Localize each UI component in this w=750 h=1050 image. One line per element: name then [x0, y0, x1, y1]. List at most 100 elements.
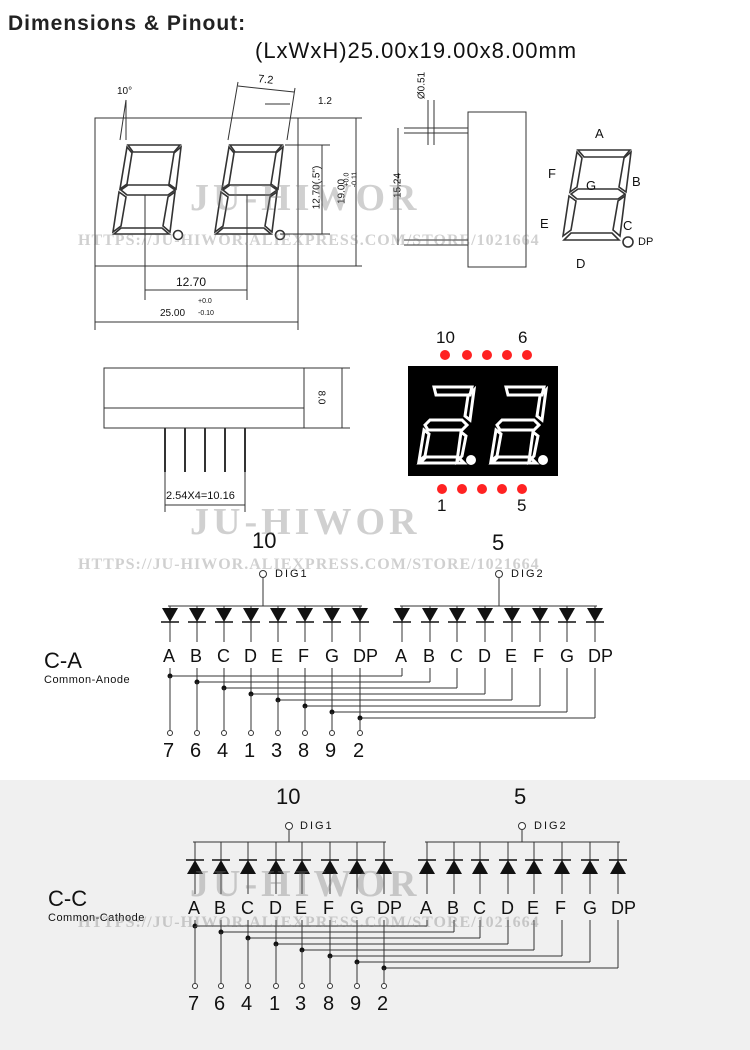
pin-number: 4 [217, 740, 229, 762]
pin-number: 7 [163, 740, 175, 762]
dig2-diode [446, 860, 462, 874]
dig2-diode [500, 860, 516, 874]
dig2-diode [477, 608, 493, 622]
pin-terminal [221, 730, 227, 736]
dig2-segment-label: D [501, 898, 514, 918]
photo-pin-dot [517, 484, 527, 494]
dig1-diode [322, 860, 338, 874]
dig1-segment-label: G [325, 646, 340, 666]
pin-terminal [329, 730, 335, 736]
photo-pin-dot [497, 484, 507, 494]
photo-pin-dot [457, 484, 467, 494]
bottom-view [103, 367, 350, 512]
dig2-segment-label: B [423, 646, 436, 666]
photo-pin-6: 6 [518, 328, 528, 347]
pin-number: 6 [190, 740, 202, 762]
bottom-pitch-label: 2.54X4=10.16 [166, 490, 235, 502]
pin-terminal [327, 983, 333, 989]
dig2-segment-label: C [450, 646, 463, 666]
dig1-segment-label: E [271, 646, 284, 666]
dig2-segment-label: C [473, 898, 486, 918]
pin-terminal [275, 730, 281, 736]
dig2-diode [532, 608, 548, 622]
dig1-segment-label: DP [377, 898, 403, 918]
length-tol-minus: -0.10 [198, 310, 214, 317]
legend-label-b: B [632, 174, 641, 189]
pin-number: 8 [323, 993, 335, 1015]
pin-terminal [381, 983, 387, 989]
pin-number: 7 [188, 993, 200, 1015]
dig2-diode [587, 608, 603, 622]
ca-dig1-label: DIG1 [275, 568, 309, 580]
pin-terminal [192, 983, 198, 989]
pin-number: 3 [271, 740, 283, 762]
front-view [94, 81, 362, 330]
pin-terminal [194, 730, 200, 736]
pin-terminal [167, 730, 173, 736]
pin-terminal [248, 730, 254, 736]
dig1-diode [294, 860, 310, 874]
photo-pin-dot [482, 350, 492, 360]
dig1-diode [243, 608, 259, 622]
photo-pin-dot [462, 350, 472, 360]
dig2-segment-label: DP [611, 898, 637, 918]
pin-terminal [299, 983, 305, 989]
dig2-segment-label: A [420, 898, 433, 918]
dig2-diode [419, 860, 435, 874]
dig1-diode [376, 860, 392, 874]
watermark-brand: JU-HIWOR [190, 177, 421, 219]
dig1-segment-label: A [163, 646, 176, 666]
dig1-segment-label: D [244, 646, 257, 666]
side-view [397, 100, 527, 268]
dimensions-text: (LxWxH)25.00x19.00x8.00mm [255, 38, 578, 63]
cc-dig2-label: DIG2 [534, 820, 568, 832]
pin-number: 8 [298, 740, 310, 762]
legend-label-d: D [576, 256, 586, 271]
dig2-segment-label: B [447, 898, 460, 918]
dig1-diode [324, 608, 340, 622]
pin-terminal [245, 983, 251, 989]
dig2-segment-label: G [560, 646, 575, 666]
segment-legend-digit [561, 149, 634, 248]
dig1-diode [240, 860, 256, 874]
legend-label-e: E [540, 216, 549, 231]
dig2-segment-label: E [527, 898, 540, 918]
photo-pin-dot [440, 350, 450, 360]
dig1-diode [352, 608, 368, 622]
dig1-diode [189, 608, 205, 622]
side-view-body [467, 111, 527, 268]
common-cathode-background [0, 780, 750, 1050]
dig1-diode [213, 860, 229, 874]
dig1-segment-label: C [241, 898, 254, 918]
dig1-diode [187, 860, 203, 874]
watermark-brand: JU-HIWOR [190, 863, 421, 905]
pin-terminal [302, 730, 308, 736]
pin-number: 2 [377, 993, 389, 1015]
seg-width-label: 1.2 [318, 96, 332, 107]
front-digit-2 [213, 144, 286, 241]
dig2-diode [610, 860, 626, 874]
dig1-terminal [259, 570, 267, 578]
pin-number: 1 [269, 993, 281, 1015]
pin-number: 4 [241, 993, 253, 1015]
dig2-diode [526, 860, 542, 874]
legend-label-dp: DP [638, 236, 654, 248]
dig2-diode [422, 608, 438, 622]
dig1-segment-label: DP [353, 646, 379, 666]
cc-dig1-pin: 10 [276, 784, 301, 809]
ca-dig1-pin: 10 [252, 528, 277, 553]
page-title: Dimensions & Pinout: [8, 12, 247, 35]
pitch-label: 12.70 [176, 275, 207, 289]
dig2-terminal [518, 822, 526, 830]
dig2-diode [472, 860, 488, 874]
dig2-diode [559, 608, 575, 622]
pin-number: 9 [350, 993, 362, 1015]
legend-label-a: A [595, 126, 604, 141]
watermark-url: HTTPS://JU-HIWOR.ALIEXPRESS.COM/STORE/10… [78, 556, 540, 573]
ca-dig2-pin: 5 [492, 530, 505, 555]
photo-pin-dot [502, 350, 512, 360]
dig1-segment-label: G [350, 898, 365, 918]
watermark-brand: JU-HIWOR [190, 501, 421, 543]
